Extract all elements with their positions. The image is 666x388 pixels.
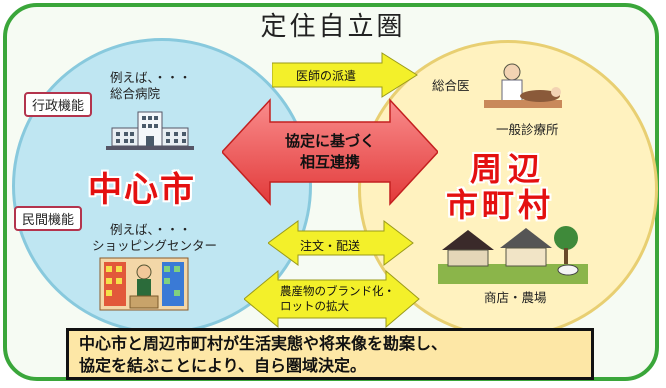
summary-line2: 協定を結ぶことにより、自ら圏域決定。 <box>79 356 367 375</box>
diagram-title: 定住自立圏 <box>260 12 406 42</box>
town-farm-icon <box>438 226 588 284</box>
order-delivery-arrow <box>268 220 414 266</box>
doctor-dispatch-text: 医師の派遣 <box>296 69 357 83</box>
private-function-label: 民間機能 <box>14 206 83 231</box>
agreement-text-line2: 相互連携 <box>299 153 360 171</box>
shop-example-line2: ショッピングセンター <box>92 238 218 253</box>
clinic-label: 一般診療所 <box>496 122 559 137</box>
shop-farm-label: 商店・農場 <box>484 290 547 305</box>
mutual-cooperation-double-arrow <box>222 98 438 206</box>
agreement-text-line1: 協定に基づく <box>284 132 375 150</box>
brand-text-line2: ロットの拡大 <box>280 299 349 313</box>
admin-function-label: 行政機能 <box>24 92 93 117</box>
summary-line1: 中心市と周辺市町村が生活実態や将来像を勘案し、 <box>79 334 448 353</box>
surrounding-name-line2: 市町村 <box>446 186 555 224</box>
shopping-center-icon <box>99 257 189 311</box>
general-doctor-label: 総合医 <box>432 78 470 93</box>
order-delivery-text: 注文・配送 <box>300 239 361 253</box>
hospital-example-line2: 総合病院 <box>110 86 161 101</box>
surrounding-name-line1: 周辺 <box>470 150 547 188</box>
doctor-icon <box>484 63 562 108</box>
brand-text-line1: 農産物のブランド化・ <box>280 284 395 298</box>
brand-expansion-arrow <box>244 270 420 328</box>
hospital-icon <box>106 111 194 150</box>
hospital-example-line1: 例えば、・・・ <box>110 70 192 85</box>
doctor-dispatch-arrow <box>272 52 418 98</box>
shop-example-line1: 例えば、・・・ <box>110 222 192 237</box>
summary-box: 中心市と周辺市町村が生活実態や将来像を勘案し、 協定を結ぶことにより、自ら圏域決… <box>66 328 594 380</box>
central-city-name: 中心市 <box>88 170 196 210</box>
